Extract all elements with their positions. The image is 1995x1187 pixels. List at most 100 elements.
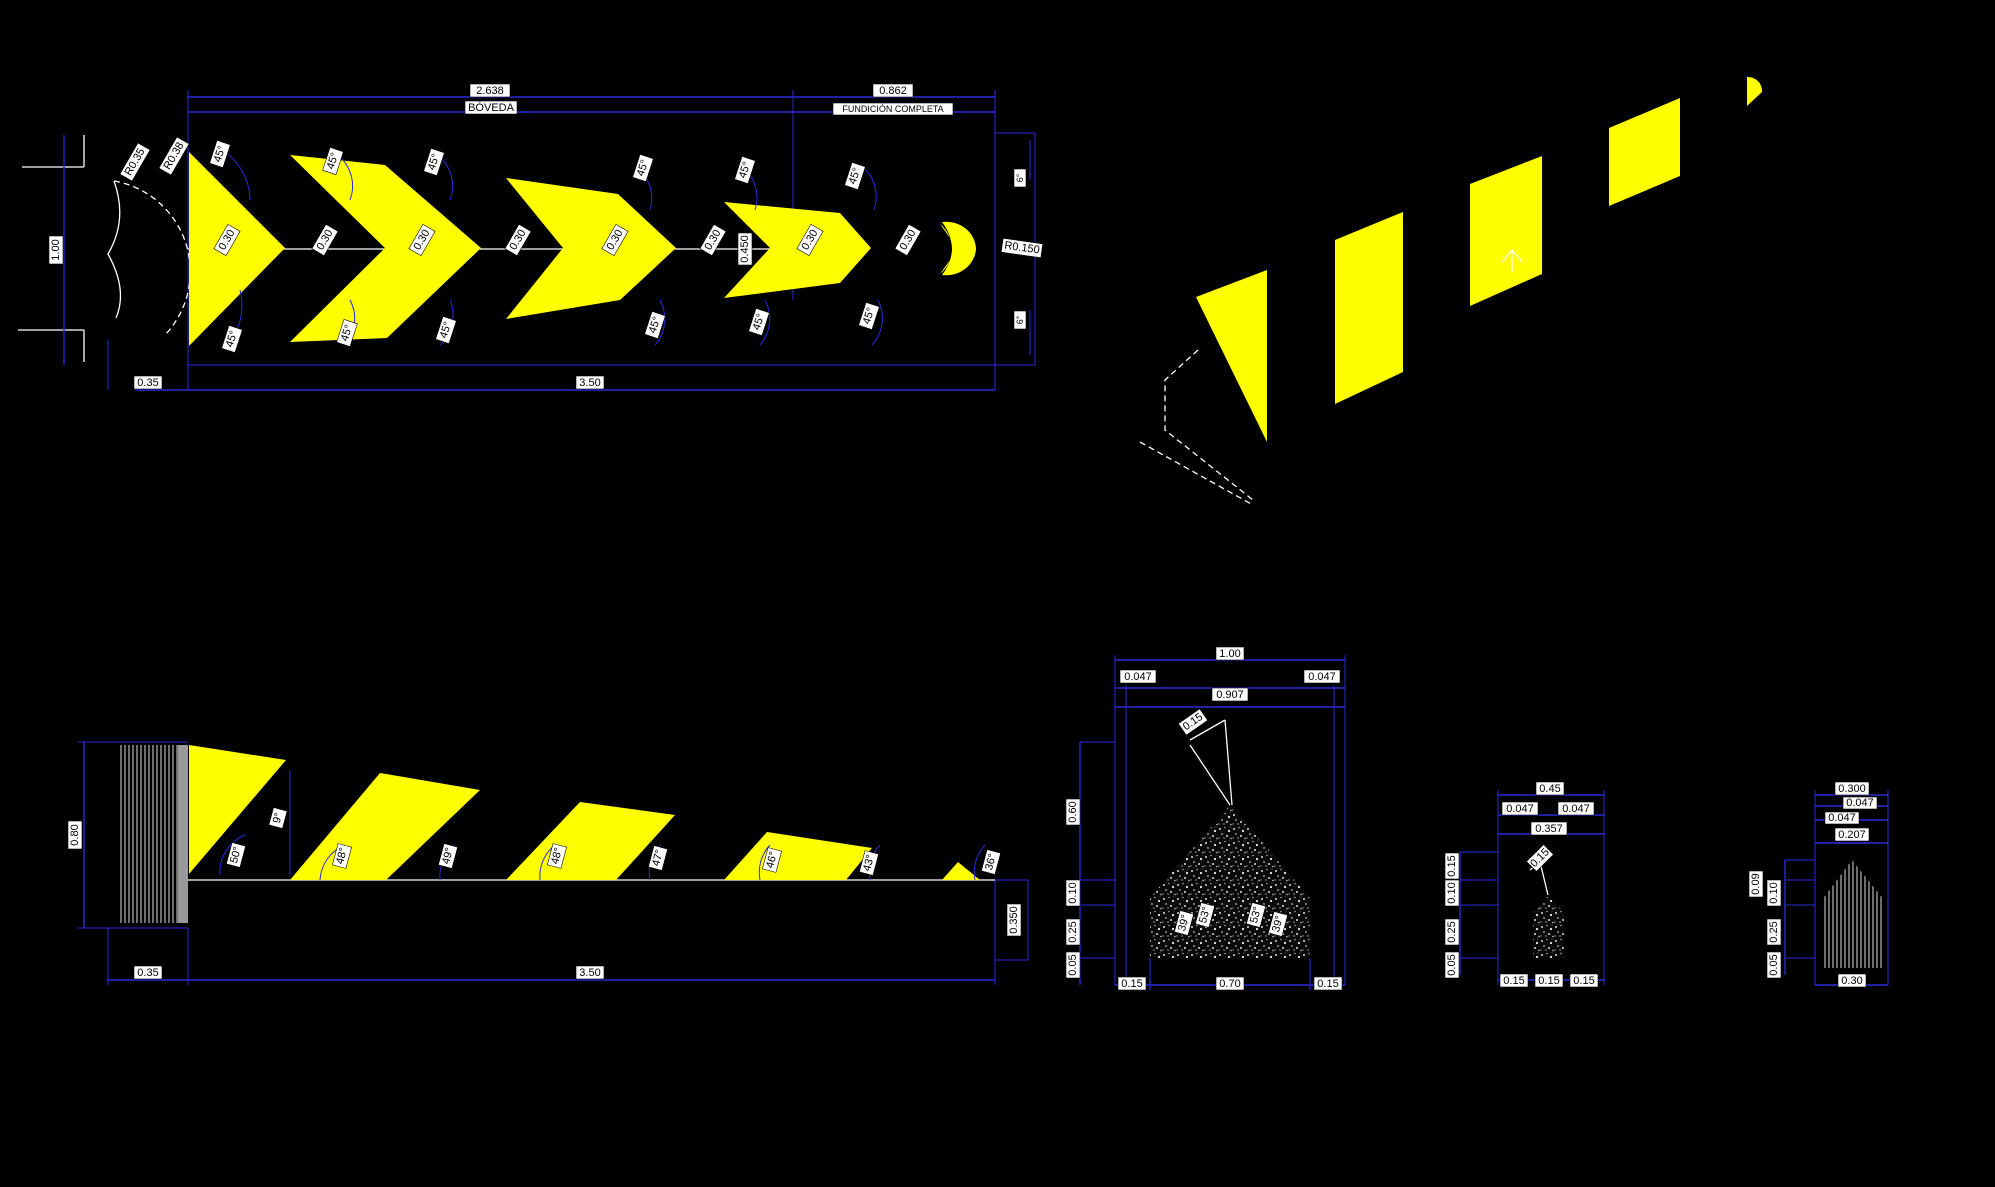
svg-text:0.350: 0.350: [1008, 906, 1020, 934]
svg-text:0.047: 0.047: [1506, 803, 1534, 815]
ss-base-label: 0.30: [1837, 973, 1867, 988]
plan-labels: 2.638 BÓVEDA 0.862 FUNDICIÓN COMPLETA 1.…: [48, 83, 1044, 390]
end-angle-bot-label: 6°: [1013, 310, 1027, 330]
base-total-label: 3.50: [575, 375, 605, 390]
section-small-fill: [1822, 860, 1884, 968]
ss-total-label: 0.300: [1834, 781, 1870, 796]
svg-text:0.207: 0.207: [1838, 829, 1866, 841]
svg-text:0.047: 0.047: [1828, 812, 1856, 824]
elev-angle-1: 50°: [226, 842, 246, 868]
sl-a3-label: 53°: [1246, 902, 1266, 928]
svg-text:R0.38: R0.38: [161, 140, 186, 171]
sl-h1-label: 0.60: [1065, 798, 1081, 826]
sl-a4-label: 39°: [1268, 911, 1288, 937]
plan-view: [18, 90, 1036, 391]
elev-angle-5: 48°: [547, 843, 567, 869]
angle-label-top-4: 45°: [632, 154, 654, 182]
radius-a-label: R0.35: [119, 142, 151, 182]
svg-text:0.05: 0.05: [1768, 954, 1780, 975]
svg-text:1.00: 1.00: [1219, 648, 1240, 660]
svg-text:0.15: 0.15: [1317, 978, 1338, 990]
elev-angle-6: 47°: [648, 845, 668, 871]
sm-side-b-label: 0.047: [1557, 801, 1595, 816]
svg-text:0.357: 0.357: [1535, 823, 1563, 835]
section-large-labels: 1.00 0.047 0.047 0.907 0.15 0.60 0.10 0.…: [1065, 646, 1343, 991]
pour-dim-label: 0.862: [872, 83, 914, 98]
elev-angle-2: 9°: [268, 807, 288, 829]
svg-text:0.80: 0.80: [69, 824, 81, 845]
svg-text:3.50: 3.50: [579, 967, 600, 979]
svg-text:0.35: 0.35: [137, 377, 158, 389]
ss-side-a-label: 0.047: [1842, 796, 1878, 810]
plan-chevron-2: [290, 155, 481, 342]
svg-text:49°: 49°: [440, 846, 456, 865]
elev-angle-8: 43°: [859, 850, 879, 876]
svg-text:45°: 45°: [212, 144, 229, 164]
svg-text:6°: 6°: [1015, 315, 1025, 324]
sl-total-label: 1.00: [1215, 646, 1245, 661]
svg-text:0.15: 0.15: [1446, 855, 1458, 876]
width-label-8: 0.30: [894, 223, 922, 257]
ss-side-b-label: 0.047: [1824, 811, 1860, 825]
angle-label-top-1: 45°: [209, 140, 231, 168]
svg-text:0.60: 0.60: [1067, 801, 1079, 822]
angle-label-bot-2: 45°: [336, 319, 358, 347]
svg-text:45°: 45°: [339, 323, 356, 343]
width-label-2: 0.30: [311, 223, 339, 257]
sm-b1-label: 0.15: [1499, 973, 1529, 988]
base-left-label: 0.35: [133, 375, 163, 390]
angle-label-top-6: 45°: [844, 162, 866, 190]
sl-side-a-label: 0.047: [1119, 669, 1157, 684]
width-label-6: 0.30: [699, 223, 727, 257]
svg-text:0.45: 0.45: [1539, 783, 1560, 795]
angle-label-bot-3: 45°: [435, 316, 457, 344]
svg-text:0.10: 0.10: [1768, 882, 1780, 903]
svg-text:0.30: 0.30: [1841, 975, 1862, 987]
svg-text:45°: 45°: [438, 320, 455, 340]
width-label-4: 0.30: [504, 223, 532, 257]
ss-h1-label: 0.09: [1748, 870, 1764, 898]
svg-text:0.862: 0.862: [879, 85, 907, 97]
iso-wall-3: [1470, 156, 1542, 306]
svg-text:0.10: 0.10: [1067, 882, 1079, 903]
svg-text:2.638: 2.638: [476, 85, 504, 97]
sl-b1-label: 0.15: [1117, 976, 1147, 991]
sm-total-label: 0.45: [1535, 781, 1565, 796]
svg-text:45°: 45°: [426, 152, 443, 172]
svg-text:0.15: 0.15: [1121, 978, 1142, 990]
svg-text:39°: 39°: [1176, 913, 1192, 932]
plan-chevron-1: [189, 152, 285, 346]
svg-text:0.05: 0.05: [1067, 954, 1079, 975]
svg-text:0.25: 0.25: [1768, 921, 1780, 942]
svg-text:0.047: 0.047: [1308, 671, 1336, 683]
svg-text:46°: 46°: [764, 850, 780, 869]
sl-a2-label: 53°: [1195, 902, 1215, 928]
svg-text:1.00: 1.00: [50, 239, 62, 260]
isometric-view: [1139, 76, 1763, 506]
sl-h2-label: 0.10: [1065, 879, 1081, 907]
section-small-labels: 0.300 0.047 0.047 0.207 0.09 0.10 0.25 0…: [1748, 781, 1878, 988]
svg-text:53°: 53°: [1248, 905, 1264, 924]
svg-text:FUNDICIÓN COMPLETA: FUNDICIÓN COMPLETA: [842, 104, 943, 114]
svg-text:0.05: 0.05: [1446, 954, 1458, 975]
elev-wall-4: [724, 832, 872, 880]
svg-text:3.50: 3.50: [579, 377, 600, 389]
ss-h4-label: 0.05: [1766, 951, 1782, 979]
sm-b2-label: 0.15: [1534, 973, 1564, 988]
sm-h4-label: 0.05: [1444, 951, 1460, 979]
svg-text:0.907: 0.907: [1216, 689, 1244, 701]
ss-inner-label: 0.207: [1834, 827, 1870, 842]
section-medium-labels: 0.45 0.047 0.047 0.357 0.15 0.15 0.10 0.…: [1444, 781, 1599, 988]
svg-text:47°: 47°: [650, 848, 666, 867]
svg-text:0.15: 0.15: [1573, 975, 1594, 987]
svg-text:BÓVEDA: BÓVEDA: [468, 101, 515, 114]
section-large-fill: [1150, 805, 1310, 958]
elevation-labels: 0.80 50° 9° 48° 49° 48° 47° 46° 43° 36° …: [67, 807, 1022, 980]
svg-text:0.10: 0.10: [1446, 882, 1458, 903]
svg-text:R0.150: R0.150: [1004, 240, 1041, 257]
sm-h1-label: 0.15: [1444, 852, 1460, 880]
radius-end-label: R0.150: [1000, 237, 1044, 259]
elev-end-height-label: 0.350: [1006, 903, 1022, 937]
angle-label-bot-6: 45°: [858, 302, 880, 330]
iso-end-cap: [1747, 76, 1763, 106]
